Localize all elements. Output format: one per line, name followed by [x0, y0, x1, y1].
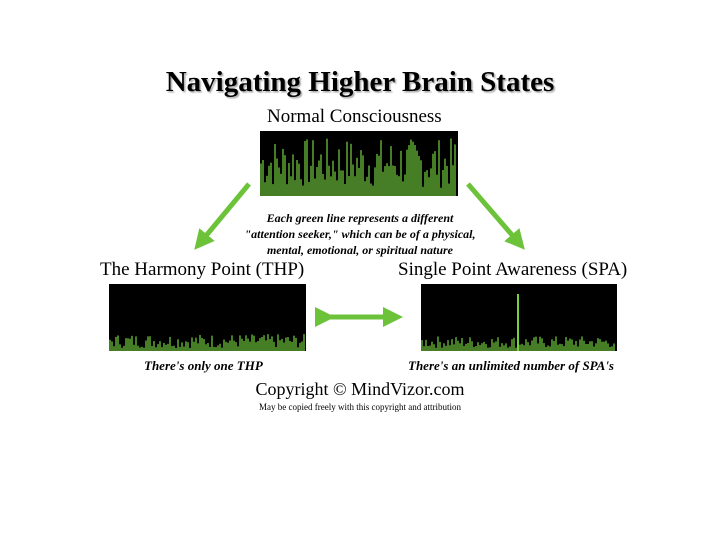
thp-label: The Harmony Point (THP) — [100, 259, 305, 280]
normal-consciousness-panel — [260, 131, 458, 196]
spa-caption: There's an unlimited number of SPA's — [408, 358, 614, 373]
spa-signal — [421, 294, 615, 351]
thp-signal — [109, 334, 305, 351]
normal-consciousness-signal — [260, 138, 456, 196]
thp-caption: There's only one THP — [144, 358, 263, 373]
copyright-text: Copyright © MindVizor.com — [255, 379, 465, 399]
attention-seeker-note: Each green line represents a different "… — [230, 210, 490, 258]
thp-panel — [109, 284, 306, 351]
note-line-2: "attention seeker," which can be of a ph… — [244, 227, 476, 241]
note-line-3: mental, emotional, or spiritual nature — [266, 243, 454, 257]
arrow-to-thp — [194, 182, 251, 250]
spa-label: Single Point Awareness (SPA) — [398, 259, 628, 280]
diagram-title: Navigating Higher Brain States — [165, 66, 555, 98]
permission-text: May be copied freely with this copyright… — [259, 402, 461, 412]
note-line-1: Each green line represents a different — [266, 211, 454, 225]
arrow-to-spa — [466, 182, 525, 250]
normal-consciousness-label: Normal Consciousness — [267, 106, 442, 127]
spa-panel — [421, 284, 617, 351]
